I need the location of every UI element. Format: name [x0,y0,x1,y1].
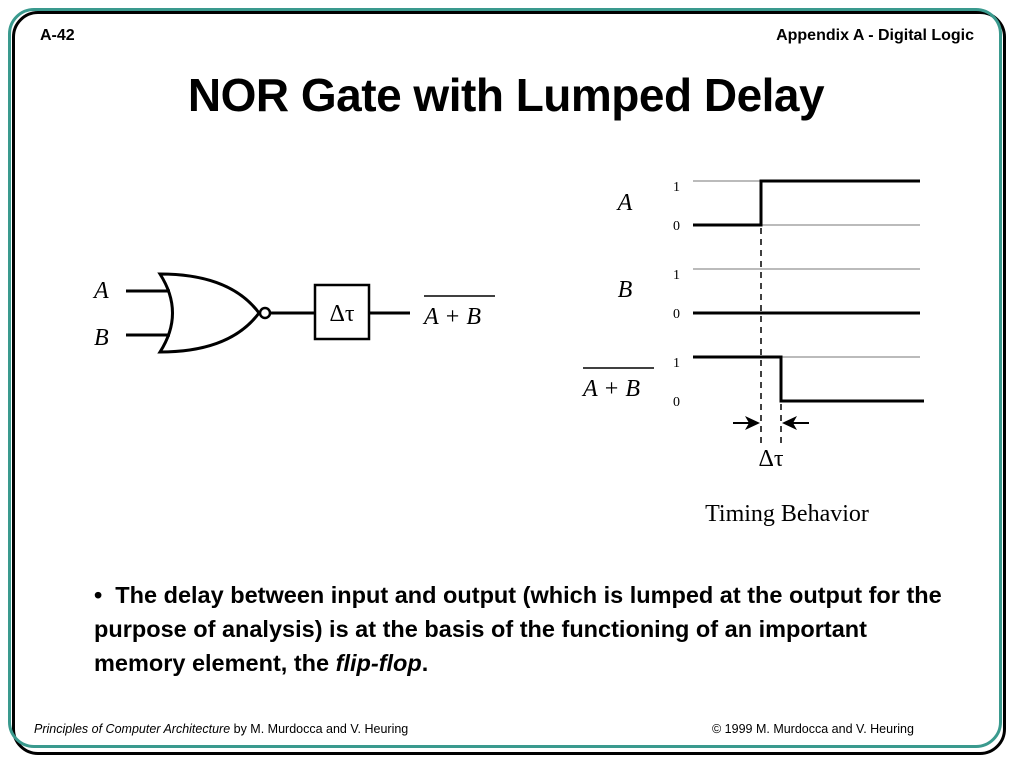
footer-book-title: Principles of Computer Architecture [34,722,231,736]
timing-signal-a-name: A [616,190,633,216]
timing-diagram: A 1 0 B 1 0 A + B 1 0 Δτ Timing Behavior [581,179,924,527]
slide-border-shadow [12,11,1006,755]
slide-border [8,8,1002,748]
delay-arrow-right-head [782,416,797,430]
inversion-bubble [258,306,272,320]
footer-copyright: © 1999 M. Murdocca and V. Heuring [712,722,914,736]
page-title: NOR Gate with Lumped Delay [187,69,825,121]
footer-citation: Principles of Computer Architecture by M… [34,722,408,736]
nor-gate-symbol [157,272,261,354]
bullet-marker: • [94,582,103,608]
bullet-emphasis: flip-flop [335,650,422,676]
nor-gate-circuit: A B Δτ A + B [92,272,495,354]
timing-out-low-label: 0 [673,395,680,410]
section-title: Appendix A - Digital Logic [776,27,974,44]
bullet-paragraph: • The delay between input and output (wh… [94,578,944,680]
timing-output-waveform [693,355,924,403]
gate-input-a-label: A [92,278,109,304]
slide-number: A-42 [40,27,75,44]
timing-signal-b-name: B [618,277,633,303]
timing-b-low-label: 0 [673,307,680,322]
bullet-end: . [421,650,429,676]
delay-box-label: Δτ [329,301,354,327]
timing-b-high-label: 1 [673,268,680,283]
timing-caption: Timing Behavior [705,501,869,527]
timing-delay-label: Δτ [758,446,783,472]
gate-output-label: A + B [422,304,481,330]
footer-authors: by M. Murdocca and V. Heuring [230,722,409,736]
gate-input-b-label: B [94,325,109,351]
timing-a-high-label: 1 [673,180,680,195]
bullet-text: The delay between input and output (whic… [94,582,942,676]
delay-arrow-left-head [745,416,760,430]
timing-a-waveform [693,179,920,227]
timing-a-low-label: 0 [673,219,680,234]
timing-signal-output-name: A + B [581,376,640,402]
timing-out-high-label: 1 [673,356,680,371]
